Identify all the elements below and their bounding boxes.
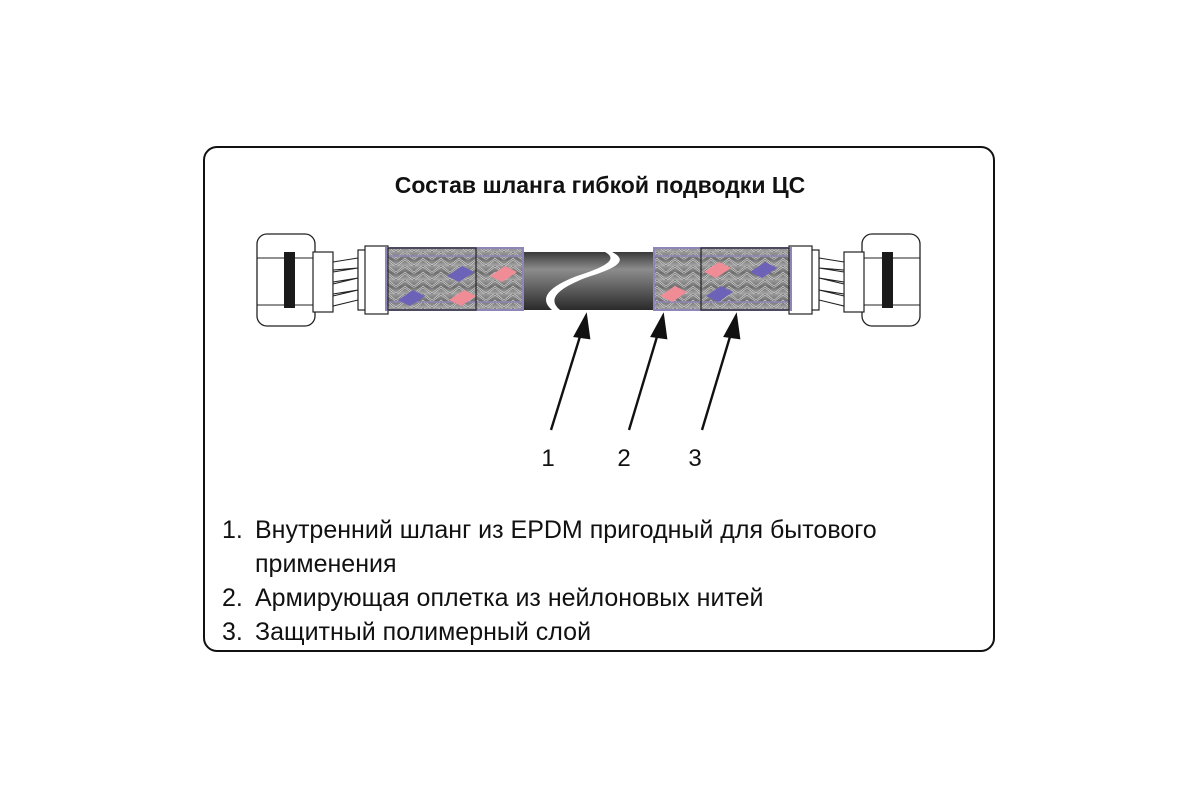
- callout-arrow-1: [549, 329, 584, 431]
- red-thread: [660, 286, 687, 302]
- legend-number: 1.: [222, 516, 243, 544]
- left-fitting: [256, 233, 389, 327]
- callout-arrowhead-3: [723, 312, 741, 340]
- left-braid: [385, 247, 524, 311]
- callout-label-3: 3: [688, 445, 702, 472]
- blue-thread: [398, 290, 425, 306]
- right-gasket: [882, 252, 893, 308]
- blue-thread: [706, 286, 733, 302]
- right-fitting: [788, 233, 921, 327]
- left-ferrule: [364, 245, 389, 315]
- right-braid: [653, 247, 792, 311]
- legend-item: 2. Армирующая оплетка из нейлоновых ните…: [222, 581, 1002, 615]
- left-gasket: [284, 252, 295, 308]
- diagram-title: Состав шланга гибкой подводки ЦС: [394, 172, 806, 198]
- diagram-card: [203, 146, 995, 652]
- left-barb: [332, 257, 359, 307]
- blue-thread: [750, 262, 777, 278]
- callout-label-1: 1: [541, 445, 555, 472]
- legend-text: Армирующая оплетка из нейлоновых нитей: [255, 584, 764, 612]
- legend-item: 1. Внутренний шланг из EPDM пригодный дл…: [222, 513, 1002, 581]
- callout-arrow-3: [700, 329, 734, 431]
- hose-break: [546, 252, 620, 310]
- right-ferrule: [788, 245, 813, 315]
- legend-item: 3. Защитный полимерный слой: [222, 615, 1002, 649]
- callout-label-2: 2: [617, 445, 631, 472]
- legend-text: Внутренний шланг из EPDM пригодный для б…: [255, 516, 877, 578]
- callout-arrowhead-2: [650, 312, 668, 340]
- legend-text: Защитный полимерный слой: [255, 618, 592, 646]
- callout-arrowhead-1: [573, 312, 591, 340]
- red-thread: [449, 290, 476, 306]
- red-thread: [490, 266, 517, 282]
- legend-list: 1. Внутренний шланг из EPDM пригодный дл…: [222, 513, 1002, 649]
- legend-number: 2.: [222, 584, 243, 612]
- right-barb: [818, 257, 845, 307]
- blue-thread: [447, 266, 474, 282]
- callout-arrow-2: [627, 329, 661, 431]
- red-thread: [704, 262, 731, 278]
- legend-number: 3.: [222, 618, 243, 646]
